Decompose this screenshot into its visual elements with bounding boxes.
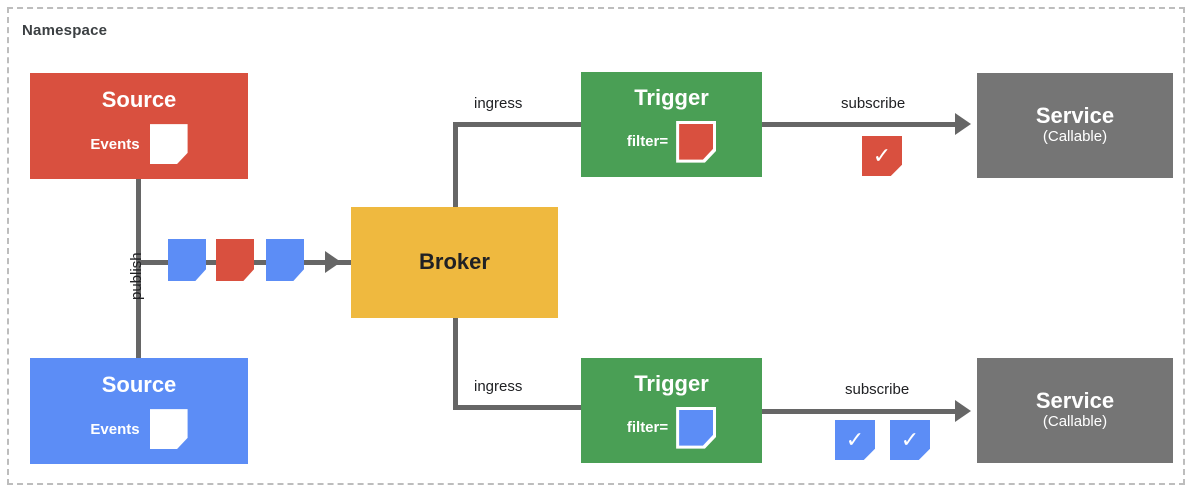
subscribe-top-line [762,122,958,127]
ingress-top-vertical-line [453,122,458,210]
publish-arrowhead [325,251,341,273]
edge-label-ingress-bottom: ingress [474,378,523,395]
node-source-blue[interactable]: Source Events [30,358,248,464]
delivery-check-card: ✓ [862,136,902,176]
node-service-top[interactable]: Service (Callable) [977,73,1173,178]
service-title: Service [1035,103,1115,129]
ingress-top-horizontal-line [453,122,585,127]
trigger-filter-label: filter= [626,133,669,151]
check-icon: ✓ [900,427,920,452]
source-title: Source [101,86,177,112]
publish-trunk-line [136,179,141,359]
event-card-icon [149,124,188,165]
edge-label-publish: publish [128,252,145,300]
service-subtitle: (Callable) [1042,413,1108,431]
ingress-bottom-horizontal-line [453,405,585,410]
source-events-label: Events [90,135,140,153]
node-trigger-top[interactable]: Trigger filter= [581,72,762,177]
trigger-filter-row: filter= [626,406,717,449]
check-icon: ✓ [845,427,865,452]
trigger-title: Trigger [634,371,709,397]
source-title: Source [101,371,177,397]
edge-label-subscribe-bottom: subscribe [845,381,910,398]
source-events-row: Events [90,124,188,165]
delivery-check-card: ✓ [890,420,930,460]
ingress-bottom-vertical-line [453,315,458,410]
filter-card-icon [676,406,717,449]
namespace-title: Namespace [22,22,108,39]
delivery-check-card: ✓ [835,420,875,460]
subscribe-top-arrowhead [955,113,971,135]
subscribe-bottom-arrowhead [955,400,971,422]
namespace-boundary [7,7,1185,485]
node-service-bottom[interactable]: Service (Callable) [977,358,1173,463]
event-card [216,239,254,281]
node-trigger-bottom[interactable]: Trigger filter= [581,358,762,463]
service-subtitle: (Callable) [1042,128,1108,146]
edge-label-subscribe-top: subscribe [841,95,906,112]
service-title: Service [1035,388,1115,414]
source-events-label: Events [90,420,140,438]
filter-card-icon [676,120,717,163]
edge-label-ingress-top: ingress [474,95,523,112]
subscribe-bottom-line [762,409,958,414]
trigger-filter-label: filter= [626,419,669,437]
trigger-filter-row: filter= [626,120,717,163]
source-events-row: Events [90,409,188,450]
trigger-title: Trigger [634,85,709,111]
node-broker[interactable]: Broker [351,207,558,318]
event-card [266,239,304,281]
check-icon: ✓ [872,143,892,168]
event-card-icon [149,409,188,450]
event-card [168,239,206,281]
broker-title: Broker [419,249,490,275]
node-source-red[interactable]: Source Events [30,73,248,179]
